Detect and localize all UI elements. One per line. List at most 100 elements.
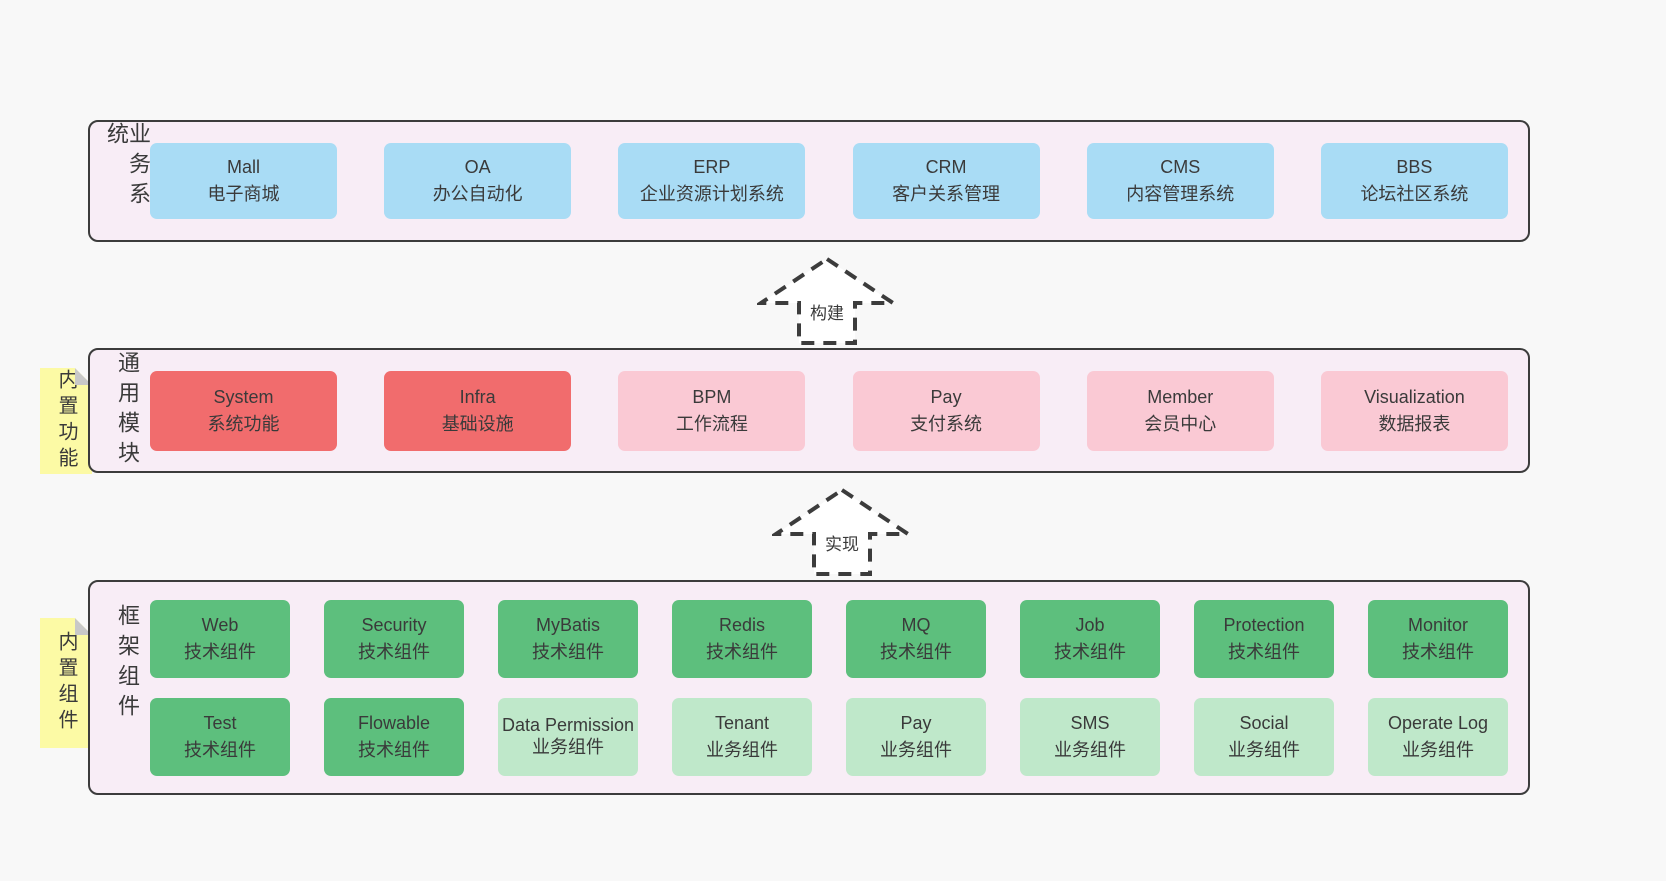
node-title: Web [201, 614, 239, 635]
node-subtitle: 业务组件 [1054, 739, 1126, 760]
node-web: Web 技术组件 [150, 599, 290, 678]
node-subtitle: 办公自动化 [432, 184, 523, 204]
layer-business-systems: 业务系统 Mall 电子商城 OA 办公自动化 ERP 企业资源计划系统 CRM… [88, 120, 1530, 242]
node-subtitle: 业务组件 [532, 736, 604, 757]
node-subtitle: 技术组件 [532, 641, 604, 662]
node-subtitle: 业务组件 [880, 739, 952, 760]
node-member: Member 会员中心 [1086, 370, 1274, 451]
node-subtitle: 技术组件 [1054, 641, 1126, 662]
node-system: System 系统功能 [150, 370, 337, 451]
node-subtitle: 工作流程 [675, 413, 748, 434]
node-infra: Infra 基础设施 [384, 370, 572, 451]
node-mall: Mall 电子商城 [150, 143, 337, 219]
node-title: Social [1239, 712, 1289, 733]
sticky-tag-built-in-components: 内置组件 [40, 618, 92, 748]
layer-label-components: 框架组件 [104, 582, 150, 793]
node-security: Security 技术组件 [324, 599, 464, 678]
node-title: Mall [226, 157, 260, 177]
node-subtitle: 系统功能 [207, 413, 280, 434]
node-title: MQ [901, 614, 931, 635]
node-title: Pay [930, 386, 962, 407]
node-operate-log: Operate Log 业务组件 [1368, 697, 1508, 776]
node-mybatis: MyBatis 技术组件 [498, 599, 638, 678]
node-title: BPM [692, 386, 732, 407]
node-flowable: Flowable 技术组件 [324, 697, 464, 776]
node-title: OA [464, 157, 491, 177]
node-title: BBS [1396, 157, 1433, 177]
node-mq: MQ 技术组件 [846, 599, 986, 678]
node-subtitle: 技术组件 [1228, 641, 1300, 662]
module-boxes-row: System 系统功能 Infra 基础设施 BPM 工作流程 Pay 支付系统… [150, 350, 1508, 471]
node-subtitle: 客户关系管理 [892, 184, 1001, 204]
node-subtitle: 企业资源计划系统 [639, 184, 784, 204]
node-title: Pay [900, 712, 932, 733]
node-subtitle: 技术组件 [358, 641, 430, 662]
node-title: Operate Log [1387, 712, 1489, 733]
node-redis: Redis 技术组件 [672, 599, 812, 678]
layer-label-modules: 通用模块 [104, 350, 150, 471]
node-subtitle: 技术组件 [706, 641, 778, 662]
node-social: Social 业务组件 [1194, 697, 1334, 776]
component-row-1: Web 技术组件 Security 技术组件 MyBatis 技术组件 Redi… [150, 599, 1508, 678]
node-title: MyBatis [535, 614, 600, 635]
node-title: Security [361, 614, 427, 635]
node-subtitle: 业务组件 [706, 739, 778, 760]
node-title: SMS [1070, 712, 1110, 733]
layer-label-text: 通用模块 [115, 350, 140, 471]
node-cms: CMS 内容管理系统 [1086, 143, 1274, 219]
node-title: Infra [459, 386, 496, 407]
node-visualization: Visualization 数据报表 [1320, 370, 1508, 451]
node-subtitle: 基础设施 [441, 413, 514, 434]
node-erp: ERP 企业资源计划系统 [618, 143, 806, 219]
component-grid: Web 技术组件 Security 技术组件 MyBatis 技术组件 Redi… [150, 582, 1508, 793]
node-subtitle: 技术组件 [184, 739, 256, 760]
node-subtitle: 支付系统 [910, 413, 983, 434]
implement-arrow-label: 实现 [822, 530, 862, 555]
node-subtitle: 会员中心 [1144, 413, 1217, 434]
node-subtitle: 业务组件 [1228, 739, 1300, 760]
node-data-permission: Data Permission 业务组件 [498, 697, 638, 776]
node-subtitle: 论坛社区系统 [1360, 184, 1469, 204]
node-title: Visualization [1364, 386, 1465, 407]
implement-arrow: 实现 [772, 486, 912, 578]
node-subtitle: 业务组件 [1402, 739, 1474, 760]
node-title: Job [1075, 614, 1105, 635]
node-crm: CRM 客户关系管理 [852, 143, 1040, 219]
node-bbs: BBS 论坛社区系统 [1320, 143, 1508, 219]
business-boxes-row: Mall 电子商城 OA 办公自动化 ERP 企业资源计划系统 CRM 客户关系… [150, 122, 1508, 240]
node-subtitle: 技术组件 [1402, 641, 1474, 662]
layer-framework-components: 框架组件 Web 技术组件 Security 技术组件 MyBatis 技术组件… [88, 580, 1530, 795]
node-title: Redis [718, 614, 766, 635]
node-subtitle: 数据报表 [1378, 413, 1451, 434]
node-protection: Protection 技术组件 [1194, 599, 1334, 678]
node-title: ERP [693, 157, 731, 177]
layer-common-modules: 通用模块 System 系统功能 Infra 基础设施 BPM 工作流程 Pay… [88, 348, 1530, 473]
tag-label: 内置组件 [55, 631, 77, 735]
node-title: System [213, 386, 274, 407]
node-pay-module: Pay 支付系统 [852, 370, 1040, 451]
node-title: Data Permission [501, 714, 635, 735]
node-test: Test 技术组件 [150, 697, 290, 776]
node-job: Job 技术组件 [1020, 599, 1160, 678]
node-subtitle: 技术组件 [184, 641, 256, 662]
node-title: CRM [925, 157, 967, 177]
node-monitor: Monitor 技术组件 [1368, 599, 1508, 678]
component-row-2: Test 技术组件 Flowable 技术组件 Data Permission … [150, 697, 1508, 776]
node-subtitle: 技术组件 [358, 739, 430, 760]
node-title: Test [203, 712, 237, 733]
sticky-tag-built-in-functions: 内置功能 [40, 368, 92, 474]
layer-label-text: 业务系统 [104, 122, 151, 212]
node-title: Monitor [1407, 614, 1469, 635]
node-subtitle: 电子商城 [207, 184, 280, 204]
node-title: Flowable [357, 712, 431, 733]
node-tenant: Tenant 业务组件 [672, 697, 812, 776]
node-title: CMS [1160, 157, 1201, 177]
tag-label: 内置功能 [55, 369, 77, 473]
node-pay-biz: Pay 业务组件 [846, 697, 986, 776]
node-title: Tenant [714, 712, 770, 733]
node-bpm: BPM 工作流程 [618, 370, 806, 451]
node-title: Protection [1223, 614, 1305, 635]
node-sms: SMS 业务组件 [1020, 697, 1160, 776]
layer-label-text: 框架组件 [115, 604, 140, 724]
build-arrow-label: 构建 [807, 299, 847, 324]
